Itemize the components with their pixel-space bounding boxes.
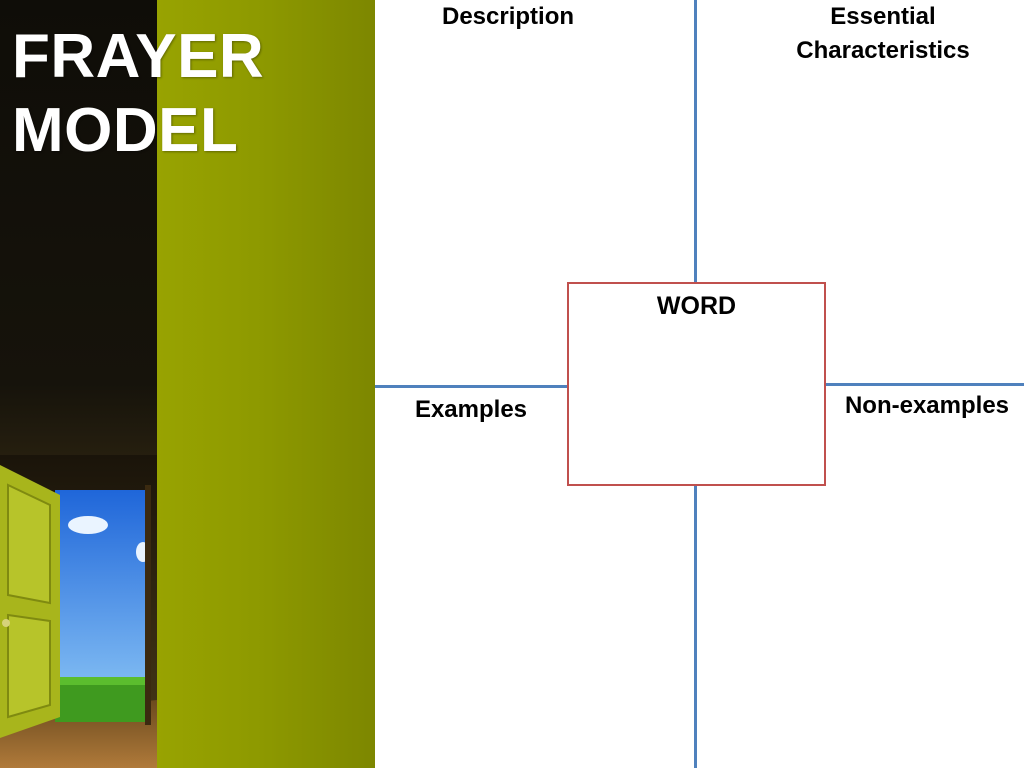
quadrant-label-essential-characteristics: Essential Characteristics: [796, 3, 970, 64]
title-line-2: MODEL: [12, 96, 239, 165]
divider-horizontal-right: [824, 383, 1024, 386]
quadrant-label-examples: Examples: [414, 396, 528, 423]
center-word-box: WORD: [567, 282, 826, 486]
quadrant-label-description: Description: [441, 3, 575, 30]
quadrant-label-non-examples: Non-examples: [844, 392, 1010, 419]
left-dark-panel: [0, 0, 157, 768]
divider-vertical-bottom: [694, 483, 697, 768]
divider-vertical-top: [694, 0, 697, 282]
slide-title: FRAYER MODEL: [12, 20, 264, 168]
left-green-panel: [157, 0, 375, 768]
title-line-1: FRAYER: [12, 22, 265, 91]
divider-horizontal-left: [375, 385, 568, 388]
open-door-image: [0, 455, 157, 768]
center-word-label: WORD: [656, 292, 737, 320]
